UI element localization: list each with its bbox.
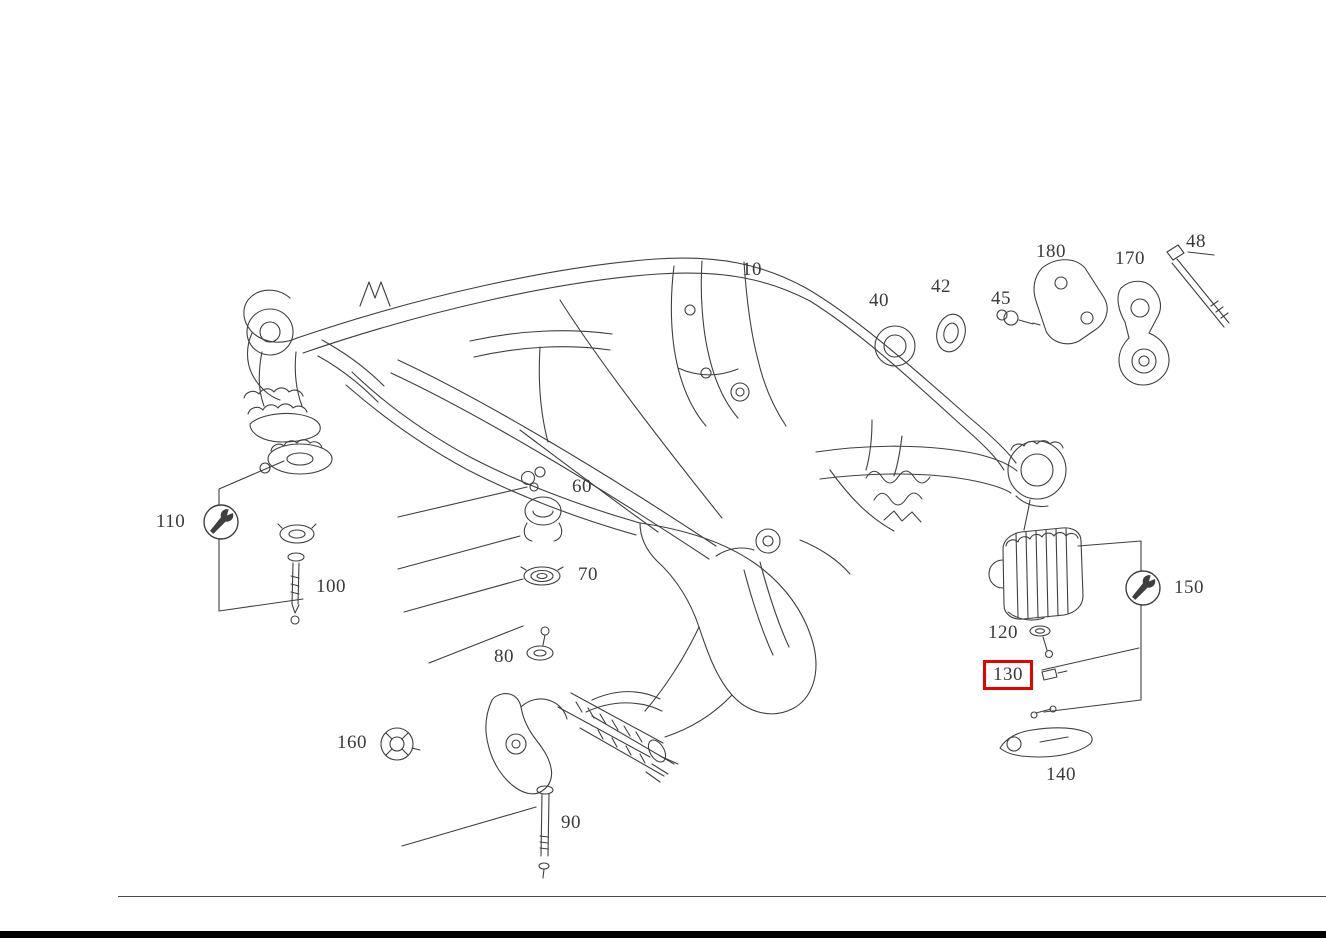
differential-drawing [639,522,851,738]
footer-rule [118,896,1326,897]
top-right-parts-drawing [874,244,1230,386]
wrench-icon [1125,570,1161,606]
part-label-60[interactable]: 60 [572,476,592,497]
part-label-45[interactable]: 45 [991,288,1011,309]
part-label-110[interactable]: 110 [156,511,186,532]
part-label-120[interactable]: 120 [988,622,1018,643]
bushing-stack-100-drawing [259,439,333,625]
part-label-90[interactable]: 90 [561,812,581,833]
bracket-left [218,460,304,612]
part-label-170[interactable]: 170 [1115,248,1145,269]
part-label-10[interactable]: 10 [742,259,762,280]
part-label-70[interactable]: 70 [578,564,598,585]
leader-lines [397,251,1215,847]
subframe-drawing [243,257,1017,560]
part-label-48[interactable]: 48 [1186,231,1206,252]
part-label-80[interactable]: 80 [494,646,514,667]
part-label-140[interactable]: 140 [1046,764,1076,785]
wrench-icon [203,504,239,540]
part-label-130-selected[interactable]: 130 [983,660,1033,690]
grommet-160-drawing [380,727,421,761]
driveshaft-drawing [485,691,679,795]
part-label-150[interactable]: 150 [1174,577,1204,598]
right-arm-mount-drawing [815,440,1067,532]
part-label-100[interactable]: 100 [316,576,346,597]
bracket-right [1041,540,1142,713]
washer-stack-60-80-drawing [520,466,564,661]
bolt-90-drawing [536,785,554,879]
part-label-40[interactable]: 40 [869,290,889,311]
parts-120-140-drawing [999,625,1093,758]
part-label-160[interactable]: 160 [337,732,367,753]
part-label-180[interactable]: 180 [1036,241,1066,262]
part-label-42[interactable]: 42 [931,276,951,297]
rubber-mount-drawing [988,527,1084,621]
footer-bar [0,931,1326,938]
